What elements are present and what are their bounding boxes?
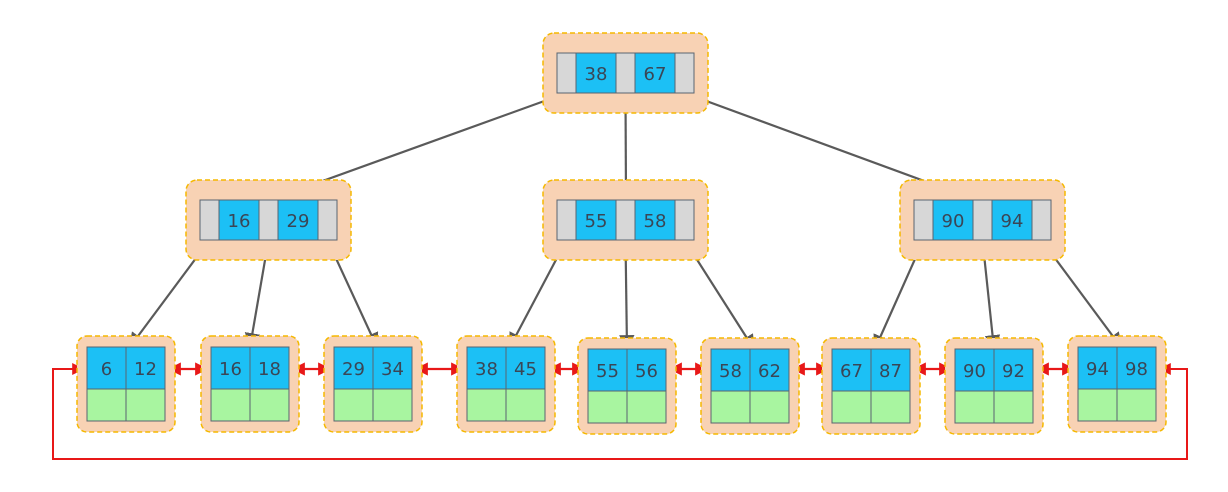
key-label: 62: [758, 361, 781, 382]
key-label: 58: [644, 211, 667, 232]
key-label: 16: [219, 359, 242, 380]
key-label: 90: [942, 211, 965, 232]
pointer-cell: [317, 199, 338, 241]
key-label: 92: [1002, 361, 1025, 382]
leaf-node: 67 87: [821, 337, 921, 435]
key-label: 29: [287, 211, 310, 232]
key-label: 55: [596, 361, 619, 382]
data-cell: [1116, 388, 1157, 422]
key-cell: [575, 52, 617, 94]
root-node: 38 67: [542, 32, 709, 114]
key-label: 55: [585, 211, 608, 232]
key-cell: [626, 348, 667, 392]
leaf-node: 29 34: [323, 335, 423, 433]
key-label: 18: [258, 359, 281, 380]
key-label: 58: [719, 361, 742, 382]
key-label: 67: [840, 361, 863, 382]
key-cell: [634, 52, 676, 94]
data-cell: [870, 390, 911, 424]
key-label: 56: [635, 361, 658, 382]
key-label: 98: [1125, 359, 1148, 380]
leaf-node: 55 56: [577, 337, 677, 435]
leaf-node: 58 62: [700, 337, 800, 435]
internal-node: 90 94: [899, 179, 1066, 261]
pointer-cell: [972, 199, 993, 241]
key-label: 94: [1001, 211, 1024, 232]
pointer-cell: [556, 52, 577, 94]
leaf-wraparound-link: [52, 363, 1188, 460]
key-label: 67: [644, 64, 667, 85]
data-cell: [626, 390, 667, 424]
pointer-cell: [1031, 199, 1052, 241]
pointer-cell: [556, 199, 577, 241]
pointer-cell: [258, 199, 279, 241]
data-cell: [710, 390, 751, 424]
key-cell: [710, 348, 751, 392]
data-cell: [954, 390, 995, 424]
key-cell: [991, 199, 1033, 241]
data-cell: [749, 390, 790, 424]
key-cell: [210, 346, 251, 390]
data-cell: [333, 388, 374, 422]
pointer-cell: [615, 52, 636, 94]
key-cell: [749, 348, 790, 392]
key-cell: [505, 346, 546, 390]
key-cell: [634, 199, 676, 241]
key-cell: [587, 348, 628, 392]
data-cell: [587, 390, 628, 424]
internal-node: 55 58: [542, 179, 709, 261]
key-cell: [125, 346, 166, 390]
data-cell: [1077, 388, 1118, 422]
key-cell: [575, 199, 617, 241]
leaf-node: 38 45: [456, 335, 556, 433]
key-cell: [1116, 346, 1157, 390]
key-cell: [993, 348, 1034, 392]
key-label: 38: [585, 64, 608, 85]
key-cell: [333, 346, 374, 390]
key-label: 94: [1086, 359, 1109, 380]
key-cell: [218, 199, 260, 241]
key-label: 12: [134, 359, 157, 380]
key-cell: [870, 348, 911, 392]
data-cell: [466, 388, 507, 422]
leaf-node: 6 12: [76, 335, 176, 433]
data-cell: [86, 388, 127, 422]
pointer-cell: [913, 199, 934, 241]
data-cell: [125, 388, 166, 422]
key-cell: [1077, 346, 1118, 390]
key-label: 90: [963, 361, 986, 382]
key-cell: [932, 199, 974, 241]
data-cell: [372, 388, 413, 422]
leaf-node: 94 98: [1067, 335, 1167, 433]
data-cell: [993, 390, 1034, 424]
key-cell: [372, 346, 413, 390]
key-label: 45: [514, 359, 537, 380]
data-cell: [249, 388, 290, 422]
pointer-cell: [199, 199, 220, 241]
key-cell: [466, 346, 507, 390]
data-cell: [210, 388, 251, 422]
leaf-node: 90 92: [944, 337, 1044, 435]
pointer-cell: [674, 199, 695, 241]
data-cell: [505, 388, 546, 422]
pointer-cell: [674, 52, 695, 94]
key-label: 16: [228, 211, 251, 232]
key-label: 29: [342, 359, 365, 380]
key-label: 6: [101, 359, 112, 380]
data-cell: [831, 390, 872, 424]
key-label: 87: [879, 361, 902, 382]
key-cell: [831, 348, 872, 392]
key-cell: [277, 199, 319, 241]
key-label: 38: [475, 359, 498, 380]
key-cell: [954, 348, 995, 392]
key-label: 34: [381, 359, 404, 380]
pointer-cell: [615, 199, 636, 241]
